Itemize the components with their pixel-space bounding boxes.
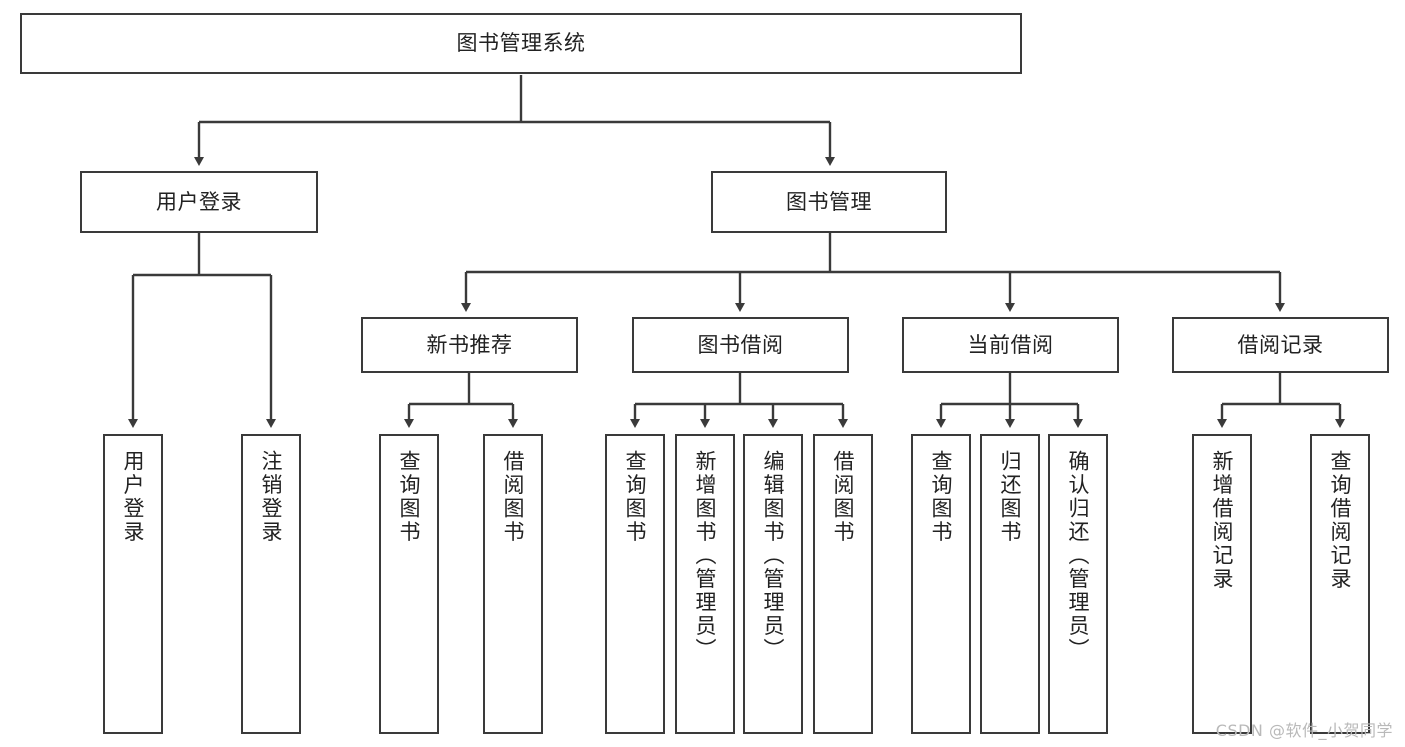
node-leaf-add-record[interactable]: 新增借阅记录 [1192, 434, 1252, 734]
node-label: 查询图书 [929, 450, 954, 544]
node-user-login[interactable]: 用户登录 [80, 171, 318, 233]
node-label: 新增图书（管理员） [693, 450, 718, 662]
node-label: 确认归还（管理员） [1066, 450, 1091, 662]
node-label: 编辑图书（管理员） [761, 450, 786, 662]
node-new-book-recommend[interactable]: 新书推荐 [361, 317, 578, 373]
node-label: 新书推荐 [426, 332, 513, 357]
node-label: 图书借阅 [697, 332, 784, 357]
node-leaf-query-record[interactable]: 查询借阅记录 [1310, 434, 1370, 734]
node-label: 用户登录 [121, 450, 146, 544]
node-label: 新增借阅记录 [1210, 450, 1235, 591]
node-current-borrow[interactable]: 当前借阅 [902, 317, 1119, 373]
node-label: 查询图书 [623, 450, 648, 544]
node-leaf-confirm-return[interactable]: 确认归还（管理员） [1048, 434, 1108, 734]
node-label: 借阅图书 [831, 450, 856, 544]
node-label: 查询图书 [397, 450, 422, 544]
node-label: 用户登录 [156, 189, 242, 214]
node-book-management[interactable]: 图书管理 [711, 171, 947, 233]
node-leaf-add-book[interactable]: 新增图书（管理员） [675, 434, 735, 734]
node-leaf-query-book-3[interactable]: 查询图书 [911, 434, 971, 734]
node-label: 借阅记录 [1237, 332, 1324, 357]
node-leaf-borrow-book-1[interactable]: 借阅图书 [483, 434, 543, 734]
node-leaf-user-login[interactable]: 用户登录 [103, 434, 163, 734]
node-leaf-borrow-book-2[interactable]: 借阅图书 [813, 434, 873, 734]
node-book-borrow[interactable]: 图书借阅 [632, 317, 849, 373]
node-label: 当前借阅 [967, 332, 1054, 357]
node-label: 注销登录 [259, 450, 284, 544]
node-leaf-edit-book[interactable]: 编辑图书（管理员） [743, 434, 803, 734]
node-leaf-logout-login[interactable]: 注销登录 [241, 434, 301, 734]
node-book-management-system[interactable]: 图书管理系统 [20, 13, 1022, 74]
node-label: 查询借阅记录 [1328, 450, 1353, 591]
node-borrow-record[interactable]: 借阅记录 [1172, 317, 1389, 373]
node-leaf-return-book[interactable]: 归还图书 [980, 434, 1040, 734]
node-label: 借阅图书 [501, 450, 526, 544]
node-label: 图书管理系统 [456, 31, 586, 56]
node-label: 图书管理 [786, 189, 872, 214]
node-label: 归还图书 [998, 450, 1023, 544]
node-leaf-query-book-1[interactable]: 查询图书 [379, 434, 439, 734]
node-leaf-query-book-2[interactable]: 查询图书 [605, 434, 665, 734]
